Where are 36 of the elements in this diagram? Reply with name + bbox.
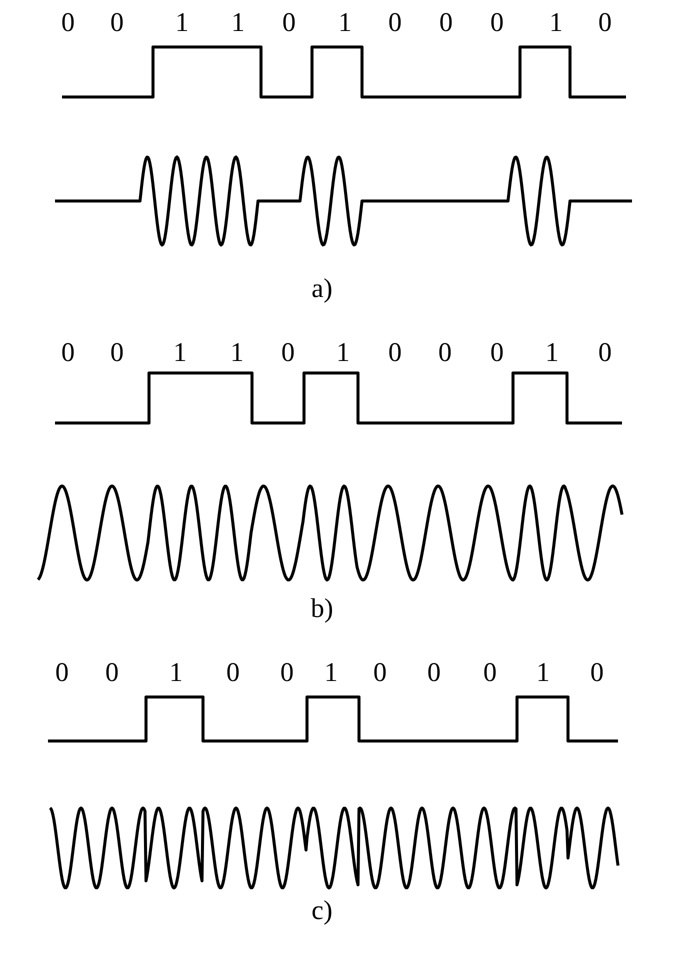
bit-label: 0	[281, 337, 295, 367]
bit-label: 0	[490, 7, 504, 37]
panel-label: a)	[312, 273, 332, 303]
bit-label: 0	[105, 657, 119, 687]
bit-label: 0	[388, 337, 402, 367]
bit-label: 0	[598, 337, 612, 367]
bit-label: 0	[427, 657, 441, 687]
bit-label: 1	[169, 657, 183, 687]
bit-label: 0	[282, 7, 296, 37]
bit-label: 0	[61, 337, 75, 367]
bit-label: 0	[110, 7, 124, 37]
bit-label: 0	[61, 7, 75, 37]
bit-label: 0	[55, 657, 69, 687]
bit-label: 0	[280, 657, 294, 687]
bit-label: 1	[336, 337, 350, 367]
panel-label: c)	[312, 895, 332, 925]
bit-label: 0	[110, 337, 124, 367]
panel-label: b)	[310, 593, 334, 623]
bit-label: 1	[536, 657, 550, 687]
bit-label: 0	[373, 657, 387, 687]
bit-label: 0	[490, 337, 504, 367]
bit-label: 1	[338, 7, 352, 37]
bit-label: 1	[175, 7, 189, 37]
bit-label: 1	[230, 337, 244, 367]
bit-label: 0	[438, 337, 452, 367]
bit-label: 0	[483, 657, 497, 687]
bit-label: 0	[439, 7, 453, 37]
bit-label: 1	[549, 7, 563, 37]
bit-label: 0	[388, 7, 402, 37]
bit-label: 0	[598, 7, 612, 37]
bit-label: 1	[324, 657, 338, 687]
bit-label: 0	[590, 657, 604, 687]
bit-label: 1	[545, 337, 559, 367]
bit-label: 1	[173, 337, 187, 367]
bit-label: 1	[231, 7, 245, 37]
bit-label: 0	[226, 657, 240, 687]
